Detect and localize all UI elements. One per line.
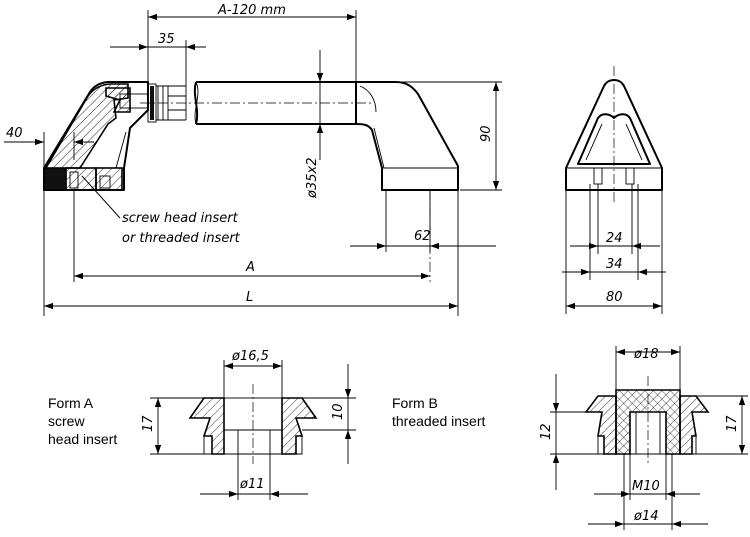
label-a: A — [245, 260, 255, 275]
dim-24: 24 — [570, 184, 660, 254]
dim-40: 40 — [4, 126, 94, 168]
end-outer-outline — [565, 79, 663, 191]
label-90: 90 — [479, 125, 494, 142]
insert-slot-right — [99, 175, 111, 189]
tube-break-line — [194, 81, 199, 125]
form-a-line2: screw — [48, 413, 85, 429]
dim-d11: ø11 — [200, 454, 308, 500]
end-inner-opening — [577, 113, 651, 165]
label-m10: M10 — [632, 479, 660, 494]
form-b-right-section — [679, 395, 710, 455]
label-d18: ø18 — [633, 347, 659, 362]
label-34: 34 — [606, 257, 623, 272]
dim-80: 80 — [565, 190, 663, 314]
form-b-line2: threaded insert — [392, 413, 486, 429]
form-a-line3: head insert — [48, 431, 117, 447]
dim-d16-5: ø16,5 — [223, 349, 283, 398]
form-b-title: Form B — [392, 395, 438, 411]
dim-17-b: 17 — [696, 395, 748, 455]
form-a-insert — [188, 384, 318, 464]
form-b-insert — [584, 376, 710, 466]
dim-l: L — [43, 190, 459, 316]
callout-line-1: screw head insert — [122, 211, 239, 226]
label-12: 12 — [539, 423, 554, 440]
dim-d14: ø14 — [588, 454, 708, 530]
label-a-minus-120: A-120 mm — [217, 3, 286, 18]
right-leg-outline — [355, 81, 459, 191]
label-d14: ø14 — [633, 509, 659, 524]
dim-a-minus-120: A-120 mm — [147, 3, 357, 84]
end-slot-left — [593, 167, 603, 185]
callout-line-2: or threaded insert — [122, 231, 241, 246]
right-leg-inner-curve — [359, 85, 377, 113]
tube-outline — [193, 81, 356, 125]
end-slot-right — [625, 167, 635, 185]
dim-m10: M10 — [594, 454, 700, 500]
label-d16-5: ø16,5 — [231, 349, 269, 364]
label-80: 80 — [606, 290, 623, 305]
insert-callout: screw head insert or threaded insert — [81, 175, 241, 246]
dim-17-a: 17 — [141, 397, 204, 455]
end-inner-opening-inner — [585, 123, 643, 161]
dim-10: 10 — [302, 364, 356, 464]
form-a-right-section — [281, 397, 318, 455]
form-b-outline — [597, 436, 697, 455]
dim-12: 12 — [539, 374, 600, 490]
label-10: 10 — [331, 403, 346, 420]
handle-side-view — [43, 81, 459, 191]
form-a-outline — [203, 436, 303, 455]
form-b-left-section — [584, 395, 617, 455]
insert-slot — [69, 171, 79, 189]
label-d35x2: ø35x2 — [305, 158, 320, 199]
label-24: 24 — [606, 231, 623, 246]
dim-34: 34 — [562, 184, 666, 280]
form-a-title: Form A — [48, 395, 94, 411]
label-d11: ø11 — [239, 477, 265, 492]
left-leg-section — [44, 83, 129, 169]
label-l: L — [246, 290, 253, 305]
label-17-a: 17 — [141, 415, 156, 432]
handle-end-view — [565, 66, 663, 204]
dim-a: A — [73, 190, 431, 282]
dim-62: 62 — [350, 190, 496, 252]
insert-black-block — [43, 167, 67, 191]
right-leg-inner-line — [373, 127, 385, 169]
form-a-left-section — [188, 397, 225, 455]
dim-d35x2: ø35x2 — [305, 50, 324, 199]
label-40: 40 — [6, 126, 23, 141]
dim-90: 90 — [400, 81, 502, 191]
dim-d18: ø18 — [615, 346, 681, 390]
label-17-b: 17 — [725, 415, 740, 432]
left-leg-inner-line — [115, 131, 127, 169]
dim-35: 35 — [110, 32, 206, 86]
label-62: 62 — [414, 229, 431, 244]
label-35: 35 — [158, 32, 175, 47]
